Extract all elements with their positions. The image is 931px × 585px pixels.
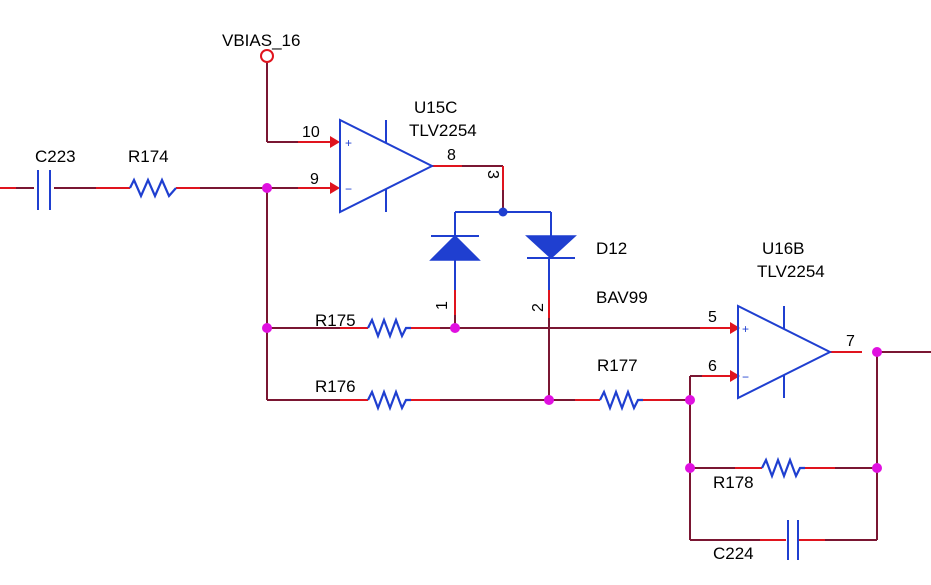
diode-d12: 3 1 2 D12 BAV99 xyxy=(429,170,648,312)
u16-plus-sign: + xyxy=(742,322,749,336)
junction-dot xyxy=(262,323,272,333)
junction-dot xyxy=(262,183,272,193)
r174-label: R174 xyxy=(128,147,169,166)
u16-pin-6: 6 xyxy=(708,358,717,375)
junction-dot xyxy=(544,395,554,405)
capacitor-c224: C224 xyxy=(713,520,799,563)
u15-pin-10: 10 xyxy=(302,124,320,141)
c223-label: C223 xyxy=(35,147,76,166)
junction-dot xyxy=(685,463,695,473)
junctions xyxy=(262,183,882,473)
u16-pin-5: 5 xyxy=(708,309,717,326)
r176-label: R176 xyxy=(315,377,356,396)
opamp-u16b: + − 5 6 7 U16B TLV2254 xyxy=(708,239,855,400)
u16-minus-sign: − xyxy=(742,370,749,384)
resistor-r178: R178 xyxy=(713,456,805,492)
junction-dot xyxy=(872,463,882,473)
d12-ref-label: D12 xyxy=(596,239,627,258)
u15-pin-8: 8 xyxy=(447,147,456,164)
d12-pin-3: 3 xyxy=(484,170,501,179)
u15-ref-label: U15C xyxy=(414,98,457,117)
r177-label: R177 xyxy=(597,356,638,375)
capacitor-c223: C223 xyxy=(35,147,76,210)
u15-part-label: TLV2254 xyxy=(409,121,477,140)
port-circle-icon xyxy=(260,49,274,63)
junction-dot xyxy=(450,323,460,333)
d12-pin-2: 2 xyxy=(530,303,547,312)
resistor-r175: R175 xyxy=(315,311,411,340)
junction-dot xyxy=(498,207,508,217)
resistor-r176: R176 xyxy=(315,377,411,412)
junction-dot xyxy=(872,347,882,357)
vbias-label: VBIAS_16 xyxy=(222,31,300,50)
u15-plus-sign: + xyxy=(345,136,352,150)
u15-pin-9: 9 xyxy=(310,171,319,188)
pin-stubs xyxy=(0,136,862,541)
r175-label: R175 xyxy=(315,311,356,330)
resistor-r177: R177 xyxy=(597,356,643,412)
d12-pin-1: 1 xyxy=(434,301,451,310)
u16-part-label: TLV2254 xyxy=(757,262,825,281)
d12-part-label: BAV99 xyxy=(596,288,648,307)
vbias-port: VBIAS_16 xyxy=(222,31,300,63)
u15-minus-sign: − xyxy=(345,182,352,196)
resistor-r174: R174 xyxy=(128,147,177,199)
c224-label: C224 xyxy=(713,544,754,563)
junction-dot xyxy=(685,395,695,405)
r178-label: R178 xyxy=(713,473,754,492)
opamp-u15c: + − 10 9 8 U15C TLV2254 xyxy=(302,98,477,214)
u16-ref-label: U16B xyxy=(762,239,805,258)
u16-pin-7: 7 xyxy=(846,333,855,350)
